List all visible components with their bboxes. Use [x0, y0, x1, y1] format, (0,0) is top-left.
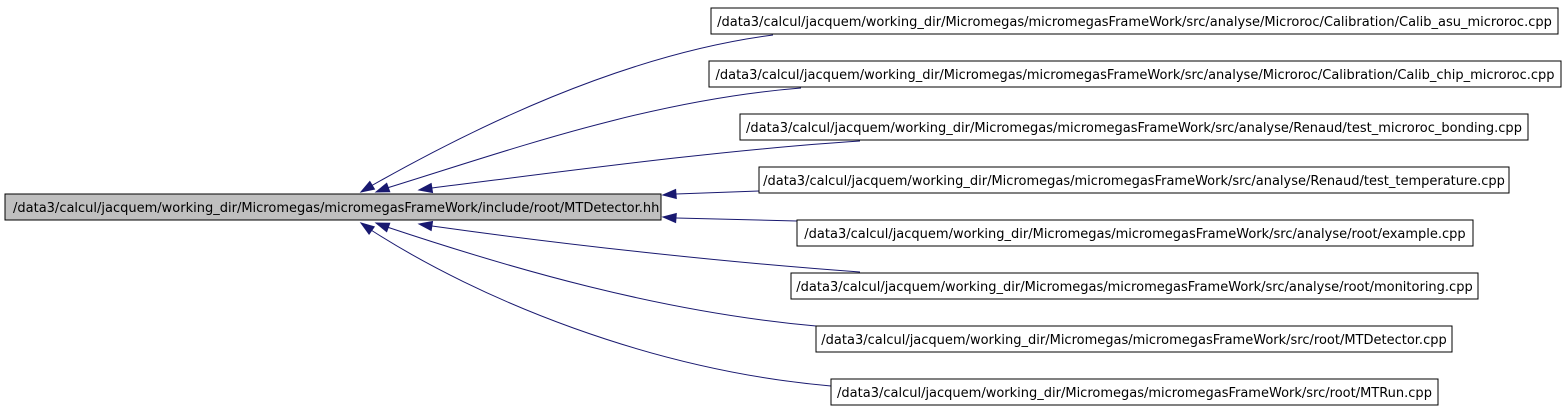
dependent-node[interactable]: /data3/calcul/jacquem/working_dir/Microm… [708, 60, 1562, 88]
dependent-node[interactable]: /data3/calcul/jacquem/working_dir/Microm… [739, 113, 1529, 141]
dependency-edge [431, 140, 861, 189]
arrowhead-icon [661, 212, 677, 224]
dependency-edge [675, 190, 760, 195]
dependent-node[interactable]: /data3/calcul/jacquem/working_dir/Microm… [815, 325, 1453, 353]
dependency-edge [386, 87, 802, 189]
dependency-edge-tail [370, 184, 373, 187]
dependent-node-box [815, 325, 1453, 353]
dependent-node-label: /data3/calcul/jacquem/working_dir/Microm… [837, 386, 1432, 401]
dependent-node-label: /data3/calcul/jacquem/working_dir/Microm… [746, 121, 1522, 136]
arrowhead-icon [359, 222, 376, 236]
dependent-node-box [710, 7, 1559, 35]
dependent-node-box [790, 272, 1479, 300]
edges [359, 34, 861, 387]
dependent-node[interactable]: /data3/calcul/jacquem/working_dir/Microm… [758, 166, 1510, 194]
center-node[interactable]: /data3/calcul/jacquem/working_dir/Microm… [4, 193, 662, 221]
dependent-node[interactable]: /data3/calcul/jacquem/working_dir/Microm… [790, 272, 1479, 300]
dependency-edge [386, 226, 817, 327]
dependency-edge [431, 225, 861, 273]
dependent-node-label: /data3/calcul/jacquem/working_dir/Microm… [821, 333, 1446, 348]
dependent-node-box [739, 113, 1529, 141]
dependent-node[interactable]: /data3/calcul/jacquem/working_dir/Microm… [830, 378, 1439, 406]
dependency-edge [370, 34, 774, 187]
arrowhead-icon [417, 182, 434, 194]
dependent-node-box [758, 166, 1510, 194]
dependent-node-label: /data3/calcul/jacquem/working_dir/Microm… [804, 227, 1465, 242]
arrowhead-icon [359, 180, 376, 193]
dependency-edge [370, 229, 832, 387]
dependent-node-label: /data3/calcul/jacquem/working_dir/Microm… [796, 280, 1472, 295]
dependent-node-label: /data3/calcul/jacquem/working_dir/Microm… [715, 68, 1554, 83]
dependent-node-box [796, 219, 1474, 247]
dependent-node[interactable]: /data3/calcul/jacquem/working_dir/Microm… [796, 219, 1474, 247]
dependent-node-label: /data3/calcul/jacquem/working_dir/Microm… [763, 174, 1505, 189]
dependent-node[interactable]: /data3/calcul/jacquem/working_dir/Microm… [710, 7, 1559, 35]
arrowhead-icon [661, 188, 677, 200]
dependency-edge [675, 217, 798, 222]
dependent-nodes: /data3/calcul/jacquem/working_dir/Microm… [708, 7, 1562, 406]
center-node-label: /data3/calcul/jacquem/working_dir/Microm… [13, 201, 659, 216]
dependent-node-box [830, 378, 1439, 406]
dependent-node-label: /data3/calcul/jacquem/working_dir/Microm… [717, 15, 1552, 30]
dependent-node-box [708, 60, 1562, 88]
arrowhead-icon [417, 220, 434, 232]
